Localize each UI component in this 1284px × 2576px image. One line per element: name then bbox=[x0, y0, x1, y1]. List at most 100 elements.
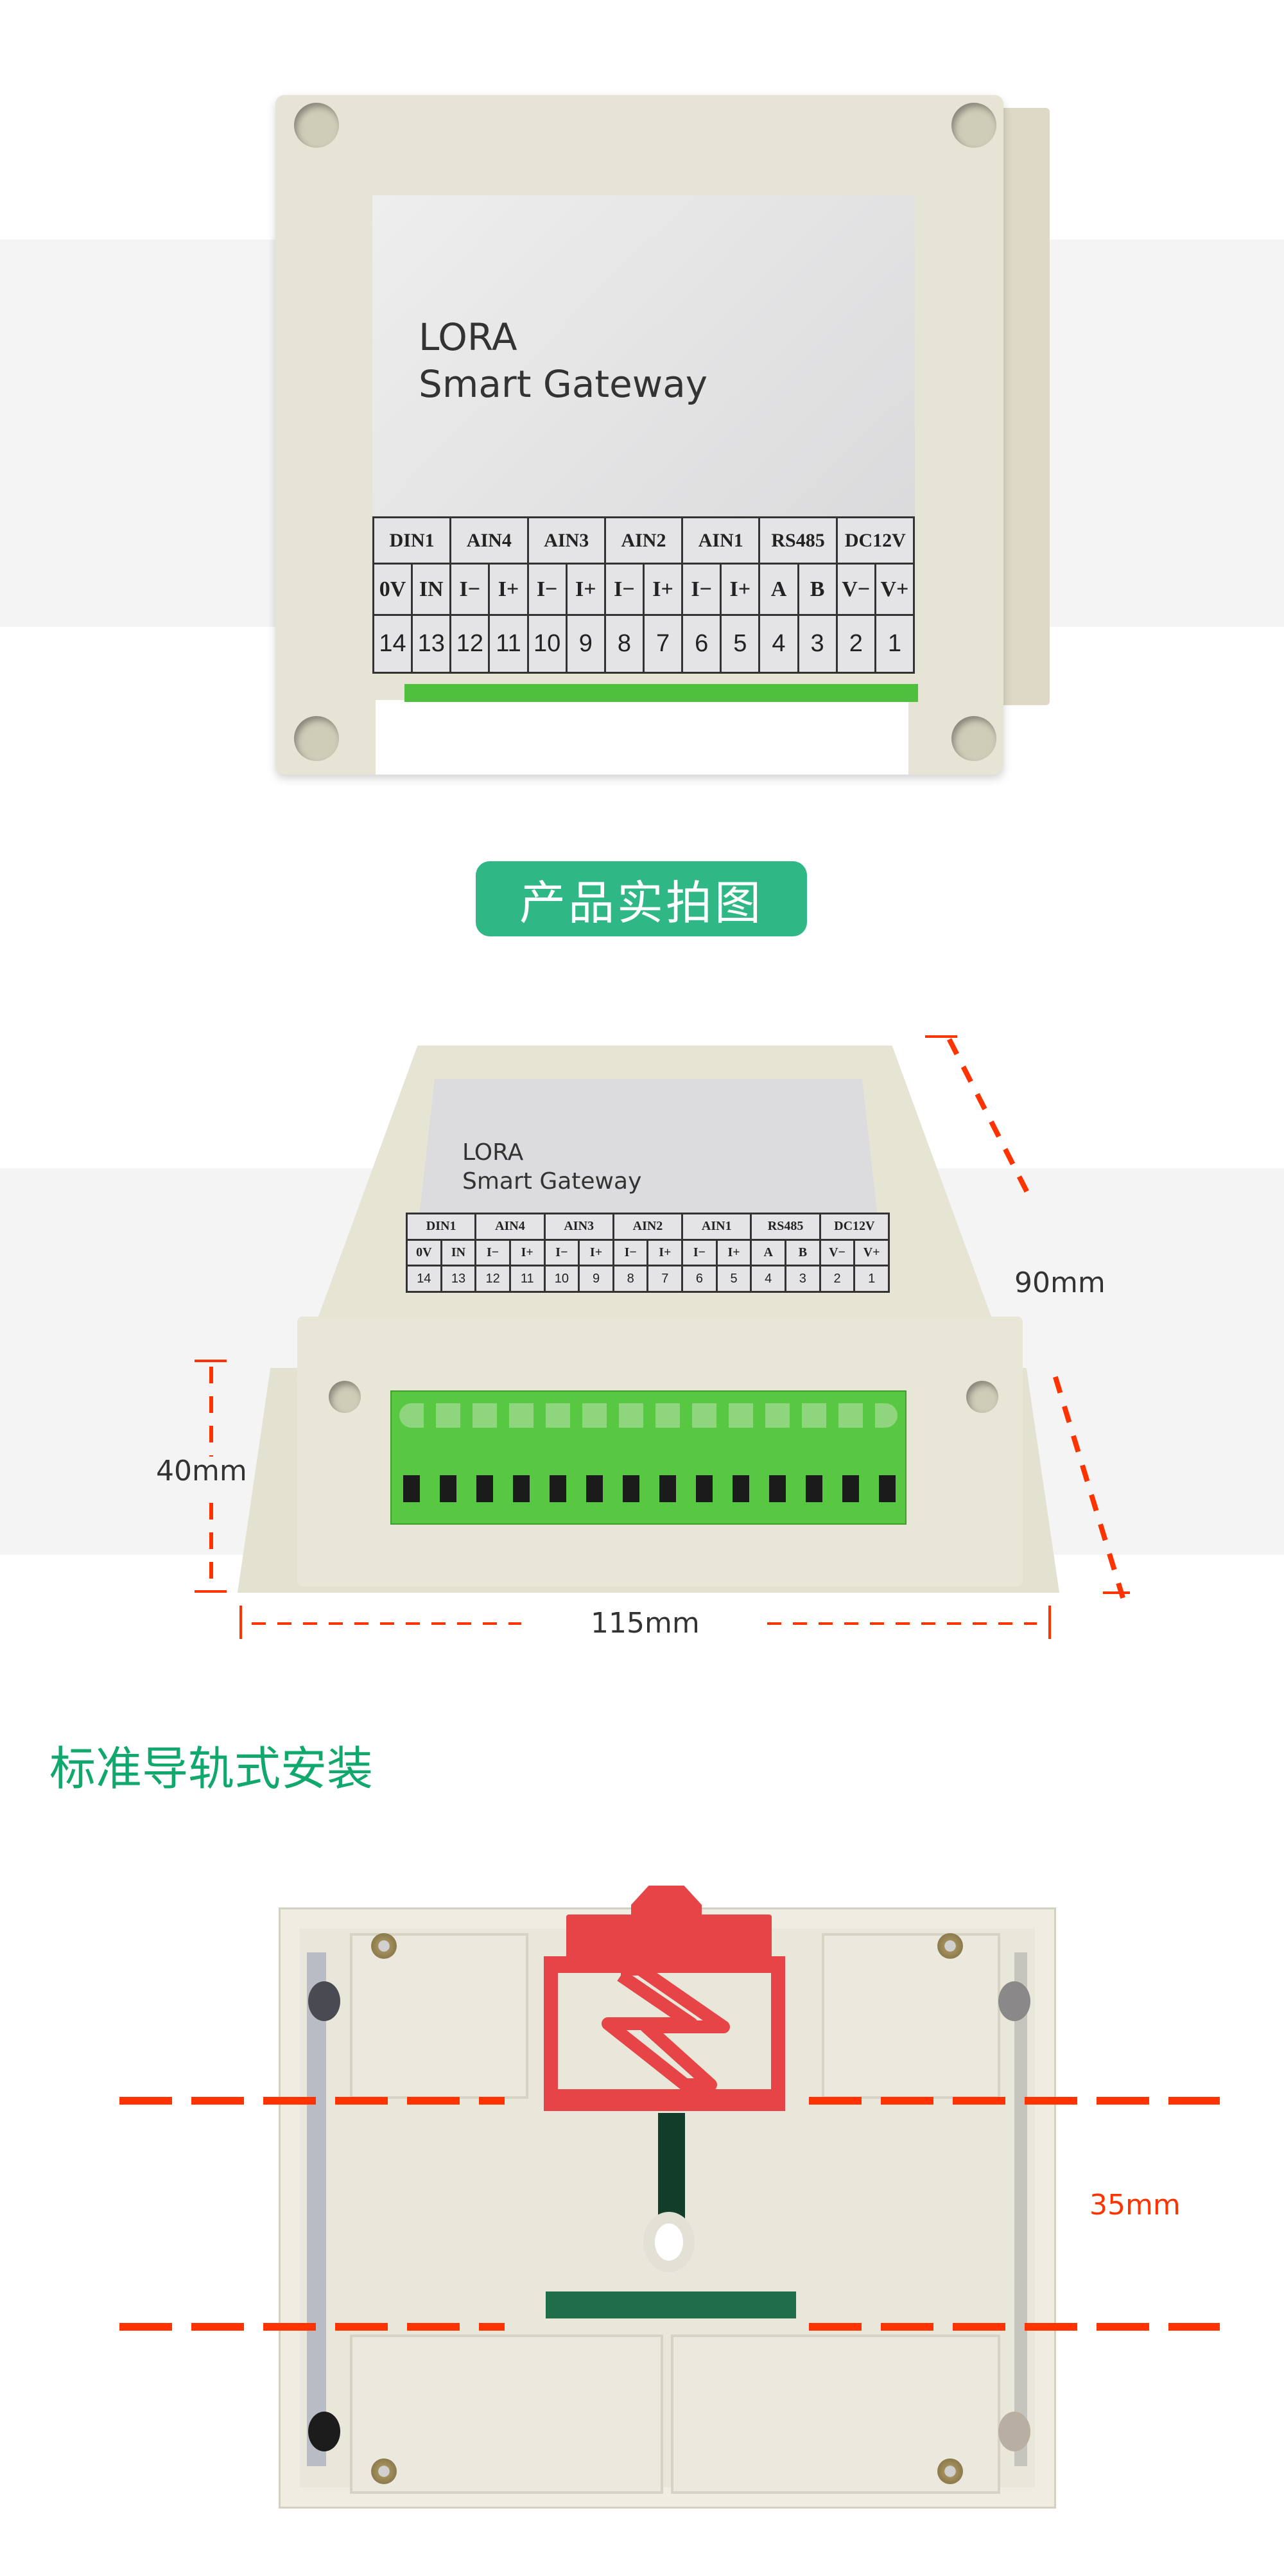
terminal-strip bbox=[404, 684, 918, 702]
pin-label: I− bbox=[543, 1238, 580, 1267]
din-clip-frame bbox=[544, 1956, 785, 2111]
terminal-screw-row bbox=[399, 1403, 898, 1428]
mount-hole-top-right bbox=[951, 103, 996, 148]
pin-label: I+ bbox=[565, 563, 606, 617]
dim-height-label: 40mm bbox=[156, 1455, 247, 1487]
pin-group: DIN1 bbox=[372, 516, 452, 565]
pin-label: I− bbox=[449, 563, 490, 617]
pin-label: B bbox=[785, 1238, 821, 1267]
device-label-line1: LORA bbox=[419, 315, 517, 359]
product-photo-badge: 产品实拍图 bbox=[476, 861, 807, 936]
cavity-top-left bbox=[350, 1933, 528, 2099]
dim-115-right-tick bbox=[1048, 1606, 1051, 1639]
pin-label: 0V bbox=[406, 1238, 442, 1267]
din-clip-spring-icon bbox=[602, 1969, 730, 2091]
din-rail-heading: 标准导轨式安装 bbox=[49, 1742, 374, 1796]
pin-label: I+ bbox=[642, 563, 684, 617]
pin-group: AIN2 bbox=[603, 516, 684, 565]
pin-label: IN bbox=[440, 1238, 477, 1267]
pin-label: I+ bbox=[578, 1238, 614, 1267]
pin-number: 6 bbox=[681, 1265, 718, 1293]
pcb-window-bottom bbox=[546, 2291, 796, 2318]
pin-number: 1 bbox=[874, 614, 915, 674]
screw-top-left bbox=[371, 1933, 397, 1959]
pin-number: 13 bbox=[440, 1265, 477, 1293]
pin-label: I+ bbox=[720, 563, 761, 617]
pin-number: 14 bbox=[406, 1265, 442, 1293]
pin-number: 9 bbox=[578, 1265, 614, 1293]
dim-depth-label: 90mm bbox=[1014, 1266, 1106, 1299]
pin-table-perspective: DIN1 AIN4 AIN3 AIN2 AIN1 RS485 DC12V 0V … bbox=[405, 1213, 890, 1293]
pin-number: 7 bbox=[646, 1265, 684, 1293]
pin-label: 0V bbox=[372, 563, 413, 617]
mount-hole-bottom-right bbox=[951, 716, 996, 761]
pin-group: RS485 bbox=[758, 516, 838, 565]
pin-group: AIN4 bbox=[474, 1213, 546, 1241]
pin-table: DIN1 AIN4 AIN3 AIN2 AIN1 RS485 DC12V 0V … bbox=[372, 516, 915, 674]
pin-label: V− bbox=[819, 1238, 856, 1267]
rail-line-top-right bbox=[809, 2097, 1220, 2105]
pin-group: AIN2 bbox=[612, 1213, 684, 1241]
screw-top-right bbox=[937, 1933, 963, 1959]
dim-115-dashes-left bbox=[252, 1622, 521, 1625]
screw-bottom-right bbox=[937, 2458, 963, 2484]
device-label-line2: Smart Gateway bbox=[462, 1168, 642, 1195]
dim-40-dashes-lower bbox=[209, 1503, 213, 1588]
side-groove-right bbox=[1014, 1952, 1027, 2466]
din-clip-top-bar bbox=[566, 1914, 772, 1963]
pin-number: 5 bbox=[715, 1265, 752, 1293]
cavity-bottom-left bbox=[350, 2335, 663, 2494]
pin-number: 1 bbox=[853, 1265, 890, 1293]
mount-hole-top-left bbox=[294, 103, 339, 148]
pin-label: I+ bbox=[646, 1238, 684, 1267]
pin-group: AIN3 bbox=[543, 1213, 614, 1241]
pin-label: A bbox=[758, 563, 799, 617]
pin-group: AIN3 bbox=[526, 516, 606, 565]
pin-label: V+ bbox=[874, 563, 915, 617]
pin-group: DC12V bbox=[819, 1213, 890, 1241]
case-leg-gap bbox=[376, 700, 908, 775]
din-clip bbox=[544, 1886, 792, 2111]
screw-bottom-left bbox=[371, 2458, 397, 2484]
pin-label: I+ bbox=[715, 1238, 752, 1267]
pin-label: I− bbox=[526, 563, 568, 617]
pin-number: 10 bbox=[526, 614, 568, 674]
pin-number: 2 bbox=[819, 1265, 856, 1293]
device-label-line2: Smart Gateway bbox=[419, 362, 708, 406]
center-peg bbox=[655, 2223, 683, 2261]
pin-number: 4 bbox=[758, 614, 799, 674]
rubber-pad-top-left bbox=[308, 1981, 340, 2021]
pin-label: V+ bbox=[853, 1238, 890, 1267]
pin-group: DC12V bbox=[835, 516, 915, 565]
rail-width-label: 35mm bbox=[1089, 2189, 1181, 2221]
pin-number: 7 bbox=[642, 614, 684, 674]
pin-group-row: DIN1 AIN4 AIN3 AIN2 AIN1 RS485 DC12V bbox=[372, 516, 915, 565]
pin-number: 10 bbox=[543, 1265, 580, 1293]
pin-number: 11 bbox=[508, 1265, 546, 1293]
pin-group: DIN1 bbox=[405, 1213, 477, 1241]
dim-90-bottom-tick bbox=[1103, 1591, 1130, 1594]
device-label-panel: LORA Smart Gateway DIN1 AIN4 AIN3 AIN2 A… bbox=[372, 195, 915, 674]
mount-hole-bottom-left bbox=[294, 716, 339, 761]
dim-115-left-tick bbox=[239, 1606, 242, 1639]
dim-90-top-tick bbox=[925, 1035, 957, 1038]
pin-number: 9 bbox=[565, 614, 606, 674]
pcb-window-top bbox=[658, 2113, 685, 2219]
pin-label: I− bbox=[474, 1238, 511, 1267]
pin-label: V− bbox=[835, 563, 876, 617]
pin-number: 13 bbox=[411, 614, 452, 674]
pin-label: IN bbox=[411, 563, 452, 617]
dim-40-bottom-tick bbox=[195, 1590, 227, 1593]
pin-number: 2 bbox=[835, 614, 876, 674]
rubber-pad-bottom-right bbox=[998, 2412, 1030, 2451]
dim-40-dashes-upper bbox=[209, 1367, 213, 1457]
pin-label: I− bbox=[612, 1238, 649, 1267]
pin-label: I+ bbox=[488, 563, 529, 617]
dim-115-dashes-right bbox=[767, 1622, 1037, 1625]
pin-label: B bbox=[797, 563, 838, 617]
dim-40-top-tick bbox=[195, 1360, 227, 1362]
pin-number: 11 bbox=[488, 614, 529, 674]
pin-number: 4 bbox=[750, 1265, 787, 1293]
pin-group: AIN4 bbox=[449, 516, 529, 565]
mount-hole bbox=[966, 1381, 998, 1413]
